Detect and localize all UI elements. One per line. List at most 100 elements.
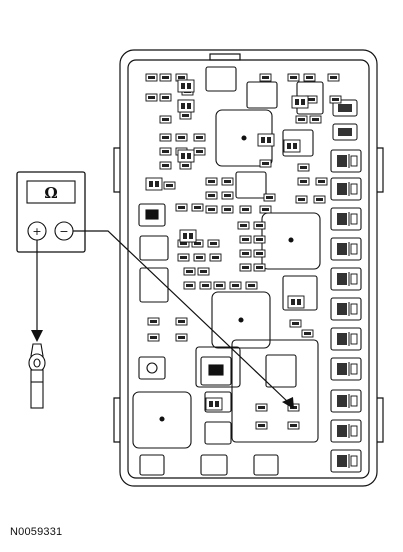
mini-fuse	[205, 177, 218, 186]
mini-fuse	[301, 329, 314, 338]
mini-fuse	[221, 177, 234, 186]
mini-fuse	[145, 73, 158, 82]
mini-fuse	[191, 203, 204, 212]
micro-relay	[291, 95, 309, 109]
lead-arrow-ground	[31, 330, 43, 342]
mini-fuse	[297, 177, 310, 186]
cartridge-fuse	[332, 99, 358, 117]
relay-center	[211, 291, 271, 349]
mini-fuse	[147, 317, 160, 326]
mini-fuse	[147, 333, 160, 342]
cartridge-fuse	[330, 177, 362, 201]
mini-fuse	[205, 191, 218, 200]
mini-fuse	[229, 281, 242, 290]
mini-fuse	[295, 115, 308, 124]
large-relays	[132, 109, 321, 449]
mini-fuse	[179, 161, 192, 170]
ohm-symbol: Ω	[44, 184, 57, 202]
mini-fuse	[221, 205, 234, 214]
mini-fuse	[145, 93, 158, 102]
micro-relay	[177, 79, 195, 93]
mini-fuse	[255, 421, 268, 430]
micro-relay	[287, 295, 305, 309]
mini-fuse	[245, 281, 258, 290]
mini-fuse	[253, 235, 266, 244]
mini-fuse	[191, 239, 204, 248]
cartridge-fuse	[330, 149, 362, 173]
mini-fuse	[237, 221, 250, 230]
cartridge-fuse	[330, 237, 362, 261]
mini-fuse	[199, 281, 212, 290]
micro-relay	[205, 397, 223, 411]
mini-fuse	[163, 181, 176, 190]
relay-middle-right	[261, 212, 321, 270]
mini-fuse	[159, 93, 172, 102]
mini-fuse	[193, 253, 206, 262]
mini-fuse	[329, 95, 342, 104]
mini-fuse	[183, 267, 196, 276]
ground-terminal	[28, 343, 46, 409]
cartridge-fuse	[330, 207, 362, 231]
cartridge-fuse	[330, 327, 362, 351]
diode-blocks	[138, 203, 232, 386]
mini-fuse	[205, 205, 218, 214]
mini-fuse	[255, 403, 268, 412]
mini-fuse	[209, 253, 222, 262]
micro-relay	[177, 149, 195, 163]
mini-fuse	[159, 147, 172, 156]
mini-fuse	[315, 177, 328, 186]
positive-symbol: +	[32, 225, 41, 238]
mini-fuse	[327, 73, 340, 82]
mini-fuse	[239, 205, 252, 214]
mini-fuse	[239, 249, 252, 258]
meter-display	[26, 180, 76, 204]
mini-fuse	[309, 115, 322, 124]
mini-fuse	[221, 191, 234, 200]
cartridge-fuse	[330, 389, 362, 413]
mini-fuse	[175, 333, 188, 342]
mini-fuse	[213, 281, 226, 290]
cartridge-fuse	[330, 357, 362, 381]
micro-relay	[257, 133, 275, 147]
test-leads	[36, 230, 290, 404]
lead-arrow-fuse	[282, 397, 294, 409]
mini-fuse	[259, 73, 272, 82]
mini-fuse	[179, 111, 192, 120]
mini-fuse	[175, 203, 188, 212]
cartridge-fuse	[332, 123, 358, 141]
mini-fuse	[287, 421, 300, 430]
mini-fuse	[183, 281, 196, 290]
mini-fuse	[207, 239, 220, 248]
cartridge-fuse-column	[330, 99, 362, 473]
mini-fuse	[253, 249, 266, 258]
micro-relay	[177, 99, 195, 113]
micro-relay	[179, 229, 197, 243]
micro-relay	[145, 177, 163, 191]
mini-fuse	[289, 319, 302, 328]
mini-fuse	[197, 267, 210, 276]
cartridge-fuse	[330, 297, 362, 321]
mini-fuse	[295, 195, 308, 204]
figure-id: N0059331	[10, 526, 63, 538]
mini-fuse	[193, 147, 206, 156]
mini-fuse	[313, 195, 326, 204]
relay-bottom-left	[132, 391, 192, 449]
mini-fuse	[253, 263, 266, 272]
mini-fuse	[159, 115, 172, 124]
mini-fuse	[159, 73, 172, 82]
mini-fuse	[253, 221, 266, 230]
micro-relay	[283, 139, 301, 153]
mini-fuse	[297, 163, 310, 172]
mini-fuse	[159, 133, 172, 142]
cartridge-fuse	[330, 419, 362, 443]
multimeter: Ω + −	[16, 171, 86, 253]
cartridge-fuse	[330, 267, 362, 291]
negative-symbol: −	[59, 225, 68, 238]
mini-fuse	[303, 73, 316, 82]
mini-fuse	[259, 159, 272, 168]
mini-fuse	[263, 193, 276, 202]
negative-lead	[73, 230, 290, 404]
mini-fuse	[239, 235, 252, 244]
mini-fuse	[239, 263, 252, 272]
